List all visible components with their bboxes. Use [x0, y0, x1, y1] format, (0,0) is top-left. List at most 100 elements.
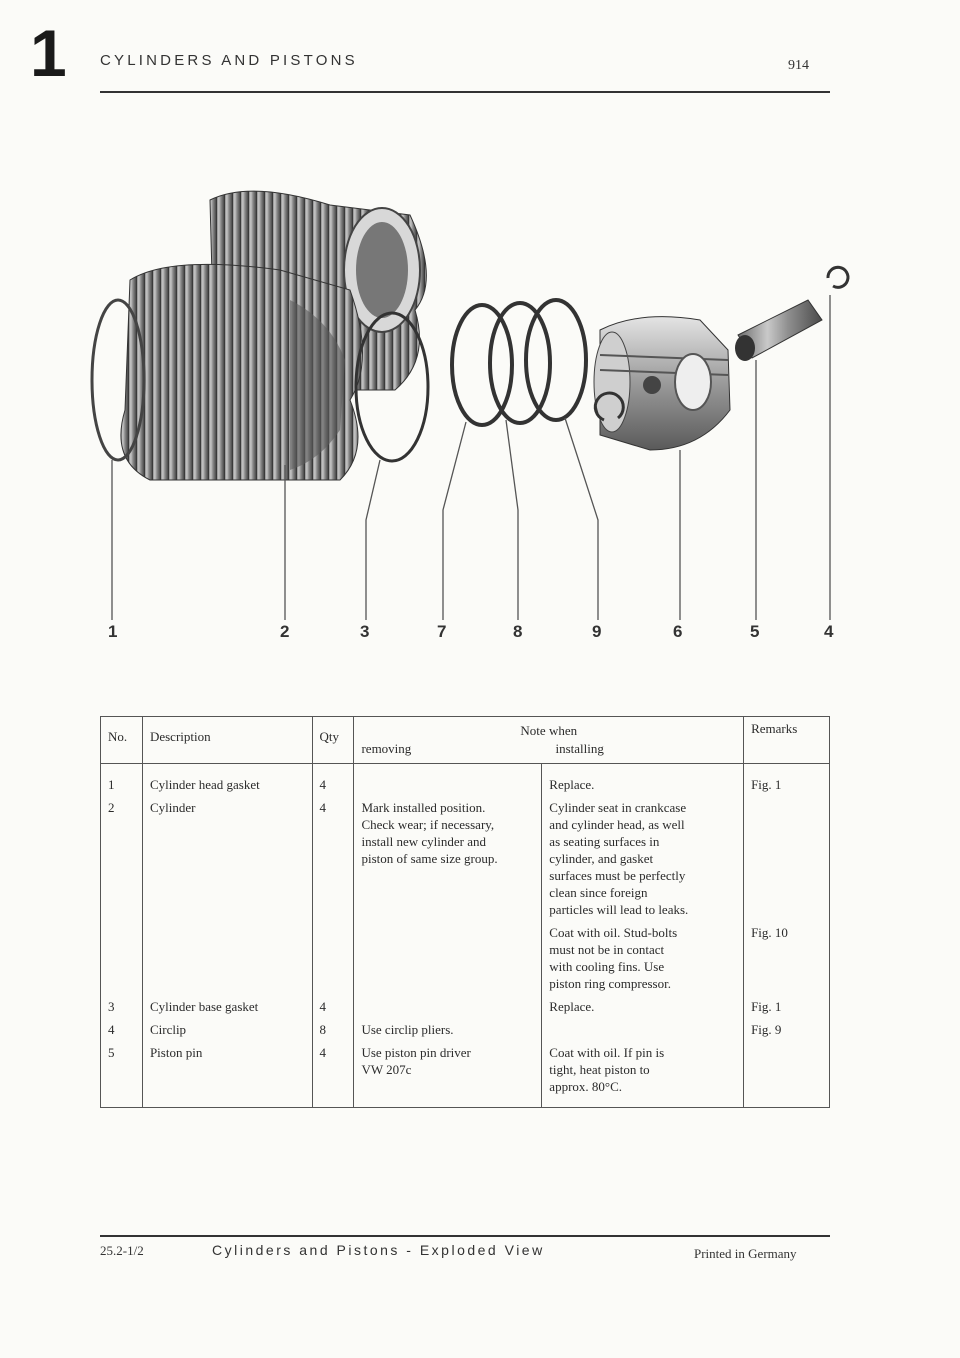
- cell-removing: Use piston pin driver VW 207c: [353, 1041, 543, 1108]
- cell-installing-line: Coat with oil. Stud-bolts: [549, 925, 678, 940]
- note-when-label: Note when: [520, 723, 578, 738]
- cell-qty: 4: [311, 1041, 355, 1108]
- cylinder-head-gasket-shape: [90, 298, 146, 462]
- cell-removing-line: piston of same size group.: [361, 851, 498, 866]
- cell-installing-line: Replace.: [549, 999, 595, 1014]
- cell-remarks: Fig. 9: [743, 1018, 830, 1041]
- cell-installing-line: with cooling fins. Use: [549, 959, 665, 974]
- piston-pin-shape: [735, 299, 823, 361]
- cell-installing: [541, 1018, 745, 1041]
- header-qty: Qty: [311, 716, 355, 764]
- table-row: Coat with oil. Stud-bolts must not be in …: [100, 921, 830, 995]
- installing-label: installing: [555, 741, 604, 756]
- cell-installing-line: piston ring compressor.: [549, 976, 671, 991]
- cell-installing: Coat with oil. If pin is tight, heat pist…: [541, 1041, 745, 1108]
- cell-removing-line: Check wear; if necessary,: [361, 817, 495, 832]
- cell-installing-line: as seating surfaces in: [549, 834, 660, 849]
- front-cylinder-shape: [120, 263, 363, 481]
- cell-installing-line: particles will lead to leaks.: [549, 902, 689, 917]
- cell-installing: Cylinder seat in crankcase and cylinder h…: [541, 796, 745, 921]
- cell-qty: 4: [311, 796, 355, 921]
- page-title: CYLINDERS AND PISTONS: [100, 52, 358, 69]
- cell-installing-line: tight, heat piston to: [549, 1062, 650, 1077]
- leader-lines: [111, 295, 831, 620]
- header-remarks: Remarks: [743, 716, 830, 764]
- cell-removing: Mark installed position. Check wear; if n…: [353, 796, 543, 921]
- removing-label: removing: [361, 741, 412, 756]
- cell-no: [100, 921, 143, 995]
- cell-removing: [353, 921, 543, 995]
- part-label-4: 4: [824, 622, 834, 641]
- cell-installing: Replace.: [541, 995, 745, 1018]
- header-no: No.: [100, 716, 143, 764]
- cell-description: Cylinder head gasket: [141, 763, 313, 796]
- cell-installing: Replace.: [541, 763, 745, 796]
- part-label-7: 7: [437, 622, 447, 641]
- cell-removing: Use circlip pliers.: [353, 1018, 543, 1041]
- cell-qty: 8: [311, 1018, 355, 1041]
- cell-removing-line: VW 207c: [361, 1062, 412, 1077]
- cell-installing-line: clean since foreign: [549, 885, 648, 900]
- cell-installing-line: Coat with oil. If pin is: [549, 1045, 665, 1060]
- header-description: Description: [141, 716, 313, 764]
- cell-remarks: [743, 1041, 830, 1108]
- piston-shape: [593, 316, 731, 451]
- cell-remarks: [743, 796, 830, 921]
- cell-removing-line: Use circlip pliers.: [361, 1022, 454, 1037]
- cell-no: 1: [100, 763, 143, 796]
- cell-qty: [311, 921, 355, 995]
- cell-no: 4: [100, 1018, 143, 1041]
- cell-removing-line: Mark installed position.: [361, 800, 486, 815]
- part-label-5: 5: [750, 622, 760, 641]
- cell-remarks: Fig. 10: [743, 921, 830, 995]
- cell-removing: [353, 995, 543, 1018]
- cell-remarks: Fig. 1: [743, 995, 830, 1018]
- footer-title: Cylinders and Pistons - Exploded View: [212, 1242, 545, 1258]
- part-label-6: 6: [673, 622, 683, 641]
- table-header-row: No. Description Qty Note when removing i…: [100, 716, 830, 764]
- part-label-8: 8: [513, 622, 523, 641]
- parts-table: No. Description Qty Note when removing i…: [100, 716, 830, 1108]
- cell-qty: 4: [311, 995, 355, 1018]
- cell-description: Circlip: [141, 1018, 313, 1041]
- model-number: 914: [788, 58, 809, 73]
- cell-description: [141, 921, 313, 995]
- part-label-3: 3: [360, 622, 370, 641]
- cell-installing-line: Replace.: [549, 777, 595, 792]
- part-label-1: 1: [108, 622, 118, 641]
- cell-installing-line: Cylinder seat in crankcase: [549, 800, 687, 815]
- cell-no: 5: [100, 1041, 143, 1108]
- cell-installing-line: must not be in contact: [549, 942, 665, 957]
- cell-installing-line: cylinder, and gasket: [549, 851, 654, 866]
- piston-rings-shape: [450, 298, 588, 427]
- cell-removing-line: install new cylinder and: [361, 834, 487, 849]
- header-rule: [100, 91, 830, 93]
- section-number: 1: [30, 16, 67, 90]
- cell-installing-line: approx. 80°C.: [549, 1079, 623, 1094]
- cell-removing: [353, 763, 543, 796]
- cell-no: 2: [100, 796, 143, 921]
- footer-page-code: 25.2-1/2: [100, 1243, 144, 1258]
- header-note-when: Note when removing installing: [353, 716, 745, 764]
- circlip-shape: [826, 265, 850, 289]
- footer-rule: [100, 1235, 830, 1237]
- exploded-view-illustration: [90, 190, 850, 620]
- cell-description: Cylinder base gasket: [141, 995, 313, 1018]
- part-label-9: 9: [592, 622, 602, 641]
- cell-description: Cylinder: [141, 796, 313, 921]
- footer-printed-in: Printed in Germany: [694, 1246, 797, 1261]
- cell-installing: Coat with oil. Stud-bolts must not be in …: [541, 921, 745, 995]
- cell-removing-line: Use piston pin driver: [361, 1045, 471, 1060]
- cell-qty: 4: [311, 763, 355, 796]
- cell-description: Piston pin: [141, 1041, 313, 1108]
- part-label-2: 2: [280, 622, 290, 641]
- cell-installing-line: surfaces must be perfectly: [549, 868, 686, 883]
- cell-no: 3: [100, 995, 143, 1018]
- cell-installing-line: and cylinder head, as well: [549, 817, 685, 832]
- cell-remarks: Fig. 1: [743, 763, 830, 796]
